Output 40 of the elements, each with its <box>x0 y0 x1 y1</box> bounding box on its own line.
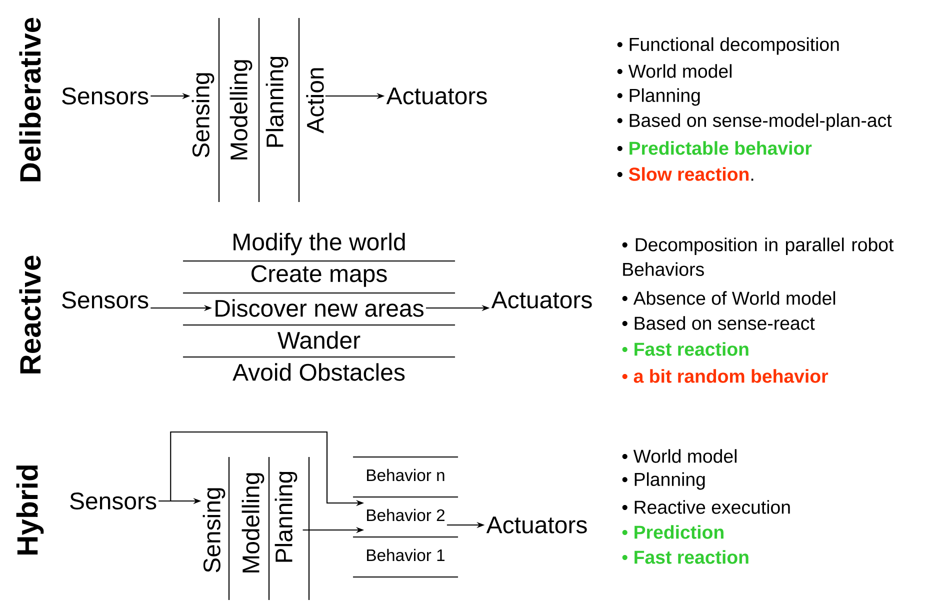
layer-label: Planning <box>266 56 288 147</box>
bullet-item: • a bit random behavior <box>622 369 828 383</box>
output-label: Actuators <box>486 516 587 534</box>
behavior-layer: Behavior 2 <box>367 508 444 522</box>
layer-label: Sensing <box>202 488 226 572</box>
bullet-item: • Fast reaction <box>622 550 748 564</box>
layer-label: Planning <box>274 472 298 562</box>
input-label: Sensors <box>62 292 148 308</box>
layer-label: Sensing <box>192 73 214 158</box>
bullet-item: • Prediction <box>622 525 724 539</box>
behavior-layer: Discover new areas <box>216 299 424 317</box>
behavior-layer: Wander <box>278 331 360 349</box>
bullet-item: • Slow reaction. <box>617 167 754 181</box>
layer-label: Action <box>306 68 324 134</box>
layer-label: Modelling <box>230 60 252 160</box>
behavior-layer: Behavior n <box>367 468 444 482</box>
bullet-item: • World model <box>622 449 736 463</box>
bullet-item: • World model <box>617 64 732 78</box>
bullet-item: • Based on sense-model-plan-act <box>617 113 892 131</box>
input-label: Sensors <box>62 88 148 104</box>
behavior-layer: Create maps <box>252 265 387 287</box>
bullet-item: • Predictable behavior <box>617 141 812 155</box>
output-label: Actuators <box>386 88 487 104</box>
behavior-layer: Modify the world <box>234 232 405 256</box>
behavior-layer: Avoid Obstacles <box>232 363 405 381</box>
bullet-item: • Reactive execution <box>622 500 790 514</box>
section-title: Hybrid <box>16 465 44 554</box>
bullet-item: • Decomposition in parallel robot Behaviors <box>622 238 894 276</box>
section-title: Reactive <box>19 256 41 374</box>
bullet-item: • Functional decomposition <box>617 37 839 55</box>
bullet-item: • Fast reaction <box>622 342 748 356</box>
bullet-item: • Absence of World model <box>622 291 836 305</box>
output-label: Actuators <box>491 292 592 308</box>
layer-label: Modelling <box>242 473 264 572</box>
bullet-item: • Planning <box>617 88 700 106</box>
bullet-item: • Planning <box>622 472 705 490</box>
behavior-layer: Behavior 1 <box>367 548 444 562</box>
bullet-item: • Based on sense-react <box>622 316 815 330</box>
section-title: Deliberative <box>19 18 41 182</box>
input-label: Sensors <box>70 492 156 510</box>
